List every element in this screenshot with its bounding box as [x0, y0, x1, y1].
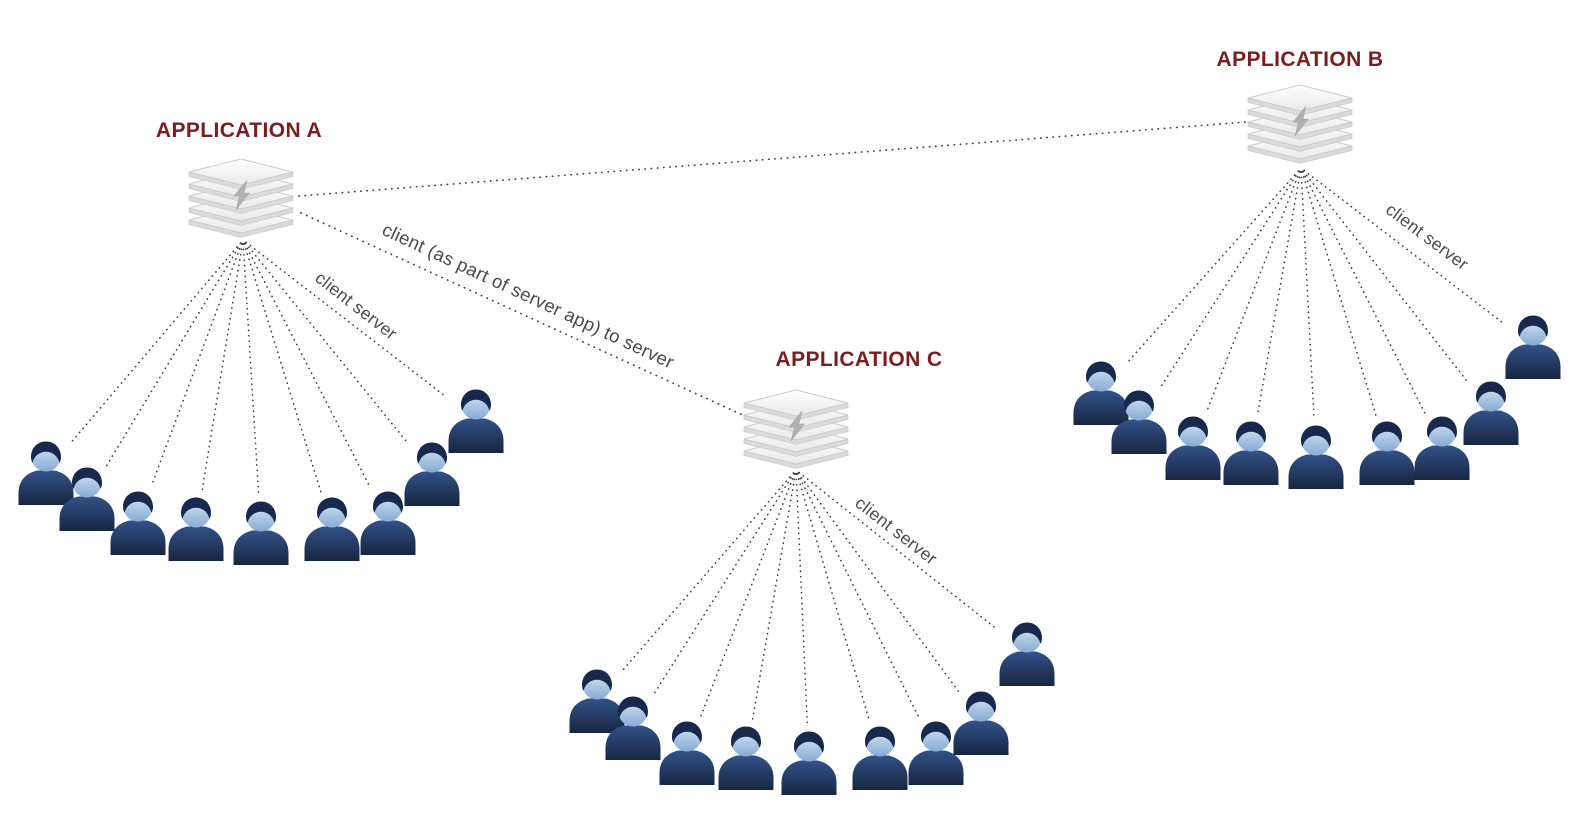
client-server-line: [1303, 169, 1504, 324]
user-icon: [718, 726, 774, 790]
user-icon: [1288, 425, 1344, 489]
user-icon: [1414, 416, 1470, 480]
client-server-line: [245, 241, 447, 398]
client-server-line: [796, 472, 920, 719]
server-stack-icon: [1247, 84, 1353, 164]
server-stack-icon: [743, 389, 849, 469]
client-server-line: [1302, 170, 1469, 383]
user-icon: [659, 721, 715, 785]
client-server-line: [1158, 170, 1300, 390]
client-server-line: [242, 243, 260, 495]
user-icon: [999, 622, 1055, 686]
server-stack-icon: [188, 158, 294, 238]
client-server-line: [69, 242, 242, 444]
client-server-line: [795, 473, 809, 725]
client-server-line: [798, 471, 999, 631]
client-server-line: [652, 472, 795, 696]
client-server-line: [244, 242, 372, 490]
client-server-line: [751, 473, 797, 721]
user-icon: [1359, 421, 1415, 485]
client-server-line: [1125, 170, 1300, 365]
app-b-title: APPLICATION B: [1216, 48, 1384, 71]
edges-layer: [69, 121, 1504, 725]
user-icon: [953, 691, 1009, 755]
client-server-line: [1300, 171, 1315, 419]
user-icon: [1505, 315, 1561, 379]
user-icon: [233, 501, 289, 565]
app-connection-line: [300, 212, 748, 418]
app-connection-line: [298, 121, 1247, 197]
client-server-line: [1302, 170, 1426, 414]
app-a-title: APPLICATION A: [155, 119, 323, 142]
user-icon: [304, 497, 360, 561]
client-server-line: [1301, 171, 1377, 417]
user-icon: [852, 726, 908, 790]
user-icon: [168, 497, 224, 561]
client-server-line: [105, 242, 242, 467]
user-icon: [448, 389, 504, 453]
client-server-line: [150, 242, 243, 488]
user-icon: [110, 491, 166, 555]
user-icon: [1073, 361, 1129, 425]
client-server-line: [201, 243, 244, 492]
client-server-line: [699, 472, 796, 718]
client-server-line: [1256, 171, 1302, 416]
user-icon: [569, 669, 625, 733]
client-server-line: [796, 473, 871, 722]
client-server-line: [1205, 170, 1301, 413]
app-c-title: APPLICATION C: [775, 348, 943, 371]
client-server-line: [621, 472, 795, 673]
user-icon: [1223, 421, 1279, 485]
user-icon: [1463, 381, 1519, 445]
user-icon: [781, 731, 837, 795]
client-server-line: [797, 472, 960, 693]
user-icon: [18, 441, 74, 505]
client-server-line: [243, 243, 322, 493]
user-icon: [1165, 416, 1221, 480]
nodes-layer: [18, 84, 1561, 795]
client-server-line: [244, 242, 409, 445]
